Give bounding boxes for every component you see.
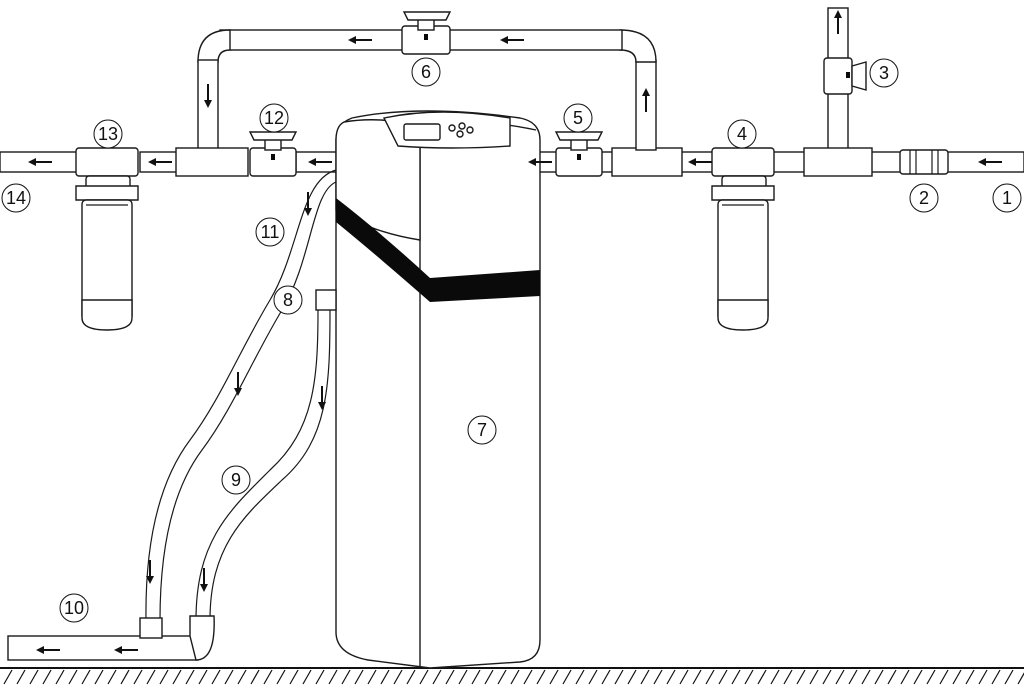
flow-arrow-icon: [114, 646, 138, 654]
tee-right: [803, 147, 873, 177]
label-11-text: 11: [261, 222, 280, 242]
label-7: 7: [467, 415, 497, 445]
brine-fitting: [315, 289, 337, 311]
flow-arrow-icon: [146, 560, 154, 584]
label-5-text: 5: [573, 108, 583, 128]
flow-arrow-icon: [500, 36, 524, 44]
pre-filter: [711, 147, 775, 331]
label-9: 9: [221, 465, 251, 495]
check-valve: [899, 149, 949, 175]
label-6: 6: [411, 57, 441, 87]
flow-arrow-icon: [834, 10, 842, 34]
label-3: 3: [869, 58, 899, 88]
label-12: 12: [259, 103, 289, 133]
flow-arrow-icon: [204, 84, 212, 108]
flow-arrow-icon: [528, 158, 552, 166]
label-2-text: 2: [919, 188, 929, 208]
label-1: 1: [992, 183, 1022, 213]
label-4: 4: [727, 119, 757, 149]
label-2: 2: [909, 183, 939, 213]
flow-arrow-icon: [348, 36, 372, 44]
flow-arrow-icon: [304, 192, 312, 216]
flow-arrow-icon: [200, 568, 208, 592]
label-14: 14: [1, 183, 31, 213]
flow-arrow-icon: [318, 386, 326, 410]
overflow-hose: [195, 309, 331, 621]
flow-arrow-icon: [28, 158, 52, 166]
post-filter: [75, 147, 139, 331]
label-7-text: 7: [477, 420, 487, 440]
label-13-text: 13: [98, 124, 118, 144]
bypass-valve: [401, 11, 452, 55]
label-4-text: 4: [737, 124, 747, 144]
label-13: 13: [93, 119, 123, 149]
flow-arrow-icon: [308, 158, 332, 166]
floor: [0, 667, 1024, 685]
label-3-text: 3: [879, 63, 889, 83]
bypass-tee-right: [611, 29, 683, 177]
inlet-valve: [554, 131, 604, 177]
label-1-text: 1: [1002, 188, 1012, 208]
label-8: 8: [273, 285, 303, 315]
flow-arrow-icon: [642, 88, 650, 112]
flow-arrow-icon: [688, 158, 712, 166]
drain-hose: [145, 169, 337, 621]
label-10: 10: [59, 593, 89, 623]
drain-riser: [823, 7, 867, 153]
sewer-pipe: [7, 615, 215, 661]
label-5: 5: [563, 103, 593, 133]
label-8-text: 8: [283, 290, 293, 310]
label-9-text: 9: [231, 470, 241, 490]
label-6-text: 6: [421, 62, 431, 82]
softener-cabinet: [335, 110, 541, 669]
flow-arrow-icon: [234, 372, 242, 396]
label-11: 11: [255, 217, 285, 247]
label-14-text: 14: [6, 188, 26, 208]
label-12-text: 12: [264, 108, 284, 128]
flow-arrow-icon: [978, 158, 1002, 166]
flow-arrow-icon: [36, 646, 60, 654]
flow-arrow-icon: [148, 158, 172, 166]
bypass-tee-left: [175, 147, 249, 177]
label-10-text: 10: [64, 598, 84, 618]
outlet-valve: [248, 131, 298, 177]
